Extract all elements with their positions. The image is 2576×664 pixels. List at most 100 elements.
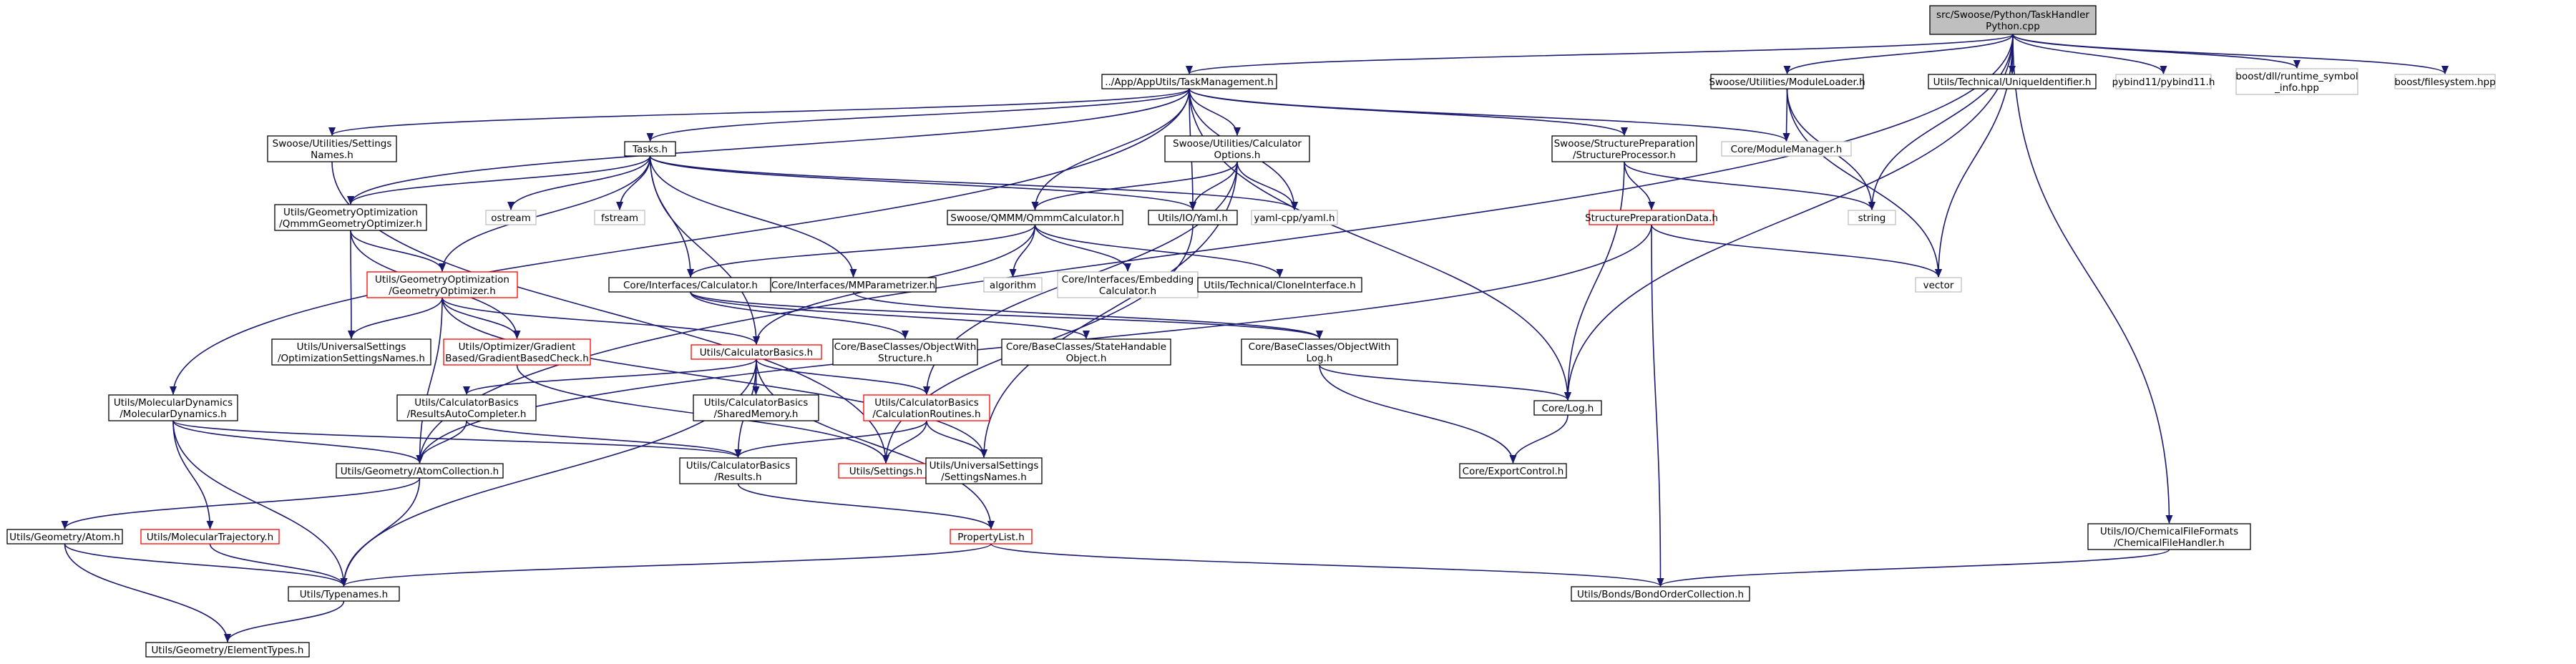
node-gradcheck[interactable]: Utils/Optimizer/GradientBased/GradientBa… bbox=[443, 338, 591, 366]
edge-taskmgmt-to-settingsnames bbox=[328, 88, 1190, 136]
node-taskmgmt[interactable]: ../App/AppUtils/TaskManagement.h bbox=[1101, 74, 1277, 89]
node-uniqueid-label-0: Utils/Technical/UniqueIdentifier.h bbox=[1933, 77, 2092, 88]
node-qmmmgeo[interactable]: Utils/GeometryOptimization/QmmmGeometryO… bbox=[274, 204, 427, 231]
node-yamlh-box bbox=[1148, 210, 1238, 225]
node-gradcheck-box bbox=[443, 338, 591, 366]
edge-calcbasics-to-resauto bbox=[463, 358, 757, 395]
edge-tasks-to-yamlh bbox=[649, 155, 1196, 210]
node-statehandle-box bbox=[1001, 338, 1171, 366]
edge-qmmmcalc-to-calculator bbox=[687, 224, 1036, 278]
node-mmparam-box bbox=[770, 277, 937, 293]
node-moduleloader[interactable]: Swoose/Utilities/ModuleLoader.h bbox=[1709, 74, 1865, 89]
node-algorithm-box bbox=[983, 277, 1043, 293]
node-proplist-box bbox=[950, 529, 1033, 545]
node-calcoptions-label-0: Swoose/Utilities/Calculator bbox=[1173, 138, 1302, 150]
node-qmmmcalc[interactable]: Swoose/QMMM/QmmmCalculator.h bbox=[947, 210, 1123, 225]
node-boostdll-label-1: _info.hpp bbox=[2274, 82, 2319, 94]
node-atomcoll[interactable]: Utils/Geometry/AtomCollection.h bbox=[336, 463, 504, 479]
node-gradcheck-label-1: Based/GradientBasedCheck.h bbox=[445, 353, 589, 364]
edge-objlog-to-corelog bbox=[1319, 364, 1571, 401]
node-yamlh[interactable]: Utils/IO/Yaml.h bbox=[1148, 210, 1238, 225]
node-calcroutines[interactable]: Utils/CalculatorBasics/CalculationRoutin… bbox=[863, 394, 990, 421]
node-proplist[interactable]: PropertyList.h bbox=[950, 529, 1033, 545]
edge-calcoptions-to-yamlh bbox=[1189, 161, 1238, 210]
node-results[interactable]: Utils/CalculatorBasics/Results.h bbox=[679, 457, 797, 484]
edge-objlog-to-exportctl bbox=[1319, 364, 1517, 464]
header-nodes: src/Swoose/Python/TaskHandlerPython.cpp.… bbox=[6, 5, 2496, 658]
node-structprepdata[interactable]: StructurePreparationData.h bbox=[1585, 210, 1718, 225]
node-elemtypes[interactable]: Utils/Geometry/ElementTypes.h bbox=[145, 642, 310, 658]
node-calcroutines-label-1: /CalculationRoutines.h bbox=[872, 409, 980, 420]
node-geoopt[interactable]: Utils/GeometryOptimization/GeometryOptim… bbox=[366, 271, 518, 298]
node-optsettings[interactable]: Utils/UniversalSettings/OptimizationSett… bbox=[271, 338, 431, 366]
edge-structproc-to-string bbox=[1624, 161, 1875, 210]
edge-root-to-atomcoll bbox=[416, 34, 2014, 464]
node-calculator[interactable]: Core/Interfaces/Calculator.h bbox=[608, 277, 773, 293]
node-typenames[interactable]: Utils/Typenames.h bbox=[288, 586, 400, 602]
node-boostfs[interactable]: boost/filesystem.hpp bbox=[2394, 74, 2496, 89]
node-moldyn-label-0: Utils/MolecularDynamics bbox=[114, 397, 233, 409]
node-corelog[interactable]: Core/Log.h bbox=[1533, 400, 1602, 416]
node-vector[interactable]: vector bbox=[1915, 277, 1962, 293]
node-results-box bbox=[679, 457, 797, 484]
node-elemtypes-box bbox=[145, 642, 310, 658]
node-settings-label-0: Utils/Settings.h bbox=[849, 466, 922, 477]
node-chemfile[interactable]: Utils/IO/ChemicalFileFormats/ChemicalFil… bbox=[2087, 523, 2251, 550]
node-calcroutines-label-0: Utils/CalculatorBasics bbox=[874, 397, 979, 409]
edge-root-to-chemfile bbox=[2012, 34, 2173, 524]
node-root-box bbox=[1929, 5, 2097, 35]
node-moldyn[interactable]: Utils/MolecularDynamics/MolecularDynamic… bbox=[108, 394, 238, 421]
node-mmparam[interactable]: Core/Interfaces/MMParametrizer.h bbox=[770, 277, 937, 293]
node-structproc[interactable]: Swoose/StructurePreparation/StructurePro… bbox=[1551, 135, 1697, 162]
node-ostream[interactable]: ostream bbox=[485, 210, 537, 225]
edge-moldyn-to-typenames bbox=[172, 420, 348, 587]
node-bondorder-label-0: Utils/Bonds/BondOrderCollection.h bbox=[1577, 589, 1744, 600]
edge-chemfile-to-bondorder bbox=[1657, 549, 2170, 587]
node-uniset[interactable]: Utils/UniversalSettings/SettingsNames.h bbox=[925, 457, 1043, 484]
node-fstream[interactable]: fstream bbox=[594, 210, 645, 225]
node-string-label-0: string bbox=[1858, 213, 1886, 224]
edge-calcroutines-to-results bbox=[734, 420, 927, 458]
node-moltraj[interactable]: Utils/MolecularTrajectory.h bbox=[140, 529, 280, 545]
node-fstream-box bbox=[594, 210, 645, 225]
node-pybind[interactable]: pybind11/pybind11.h bbox=[2112, 74, 2215, 89]
node-pybind-box bbox=[2115, 74, 2212, 89]
node-settingsnames[interactable]: Swoose/Utilities/SettingsNames.h bbox=[267, 135, 397, 162]
node-calcroutines-box bbox=[863, 394, 990, 421]
node-objlog-label-1: Log.h bbox=[1307, 353, 1333, 364]
node-calcbasics[interactable]: Utils/CalculatorBasics.h bbox=[691, 344, 822, 360]
node-bondorder[interactable]: Utils/Bonds/BondOrderCollection.h bbox=[1571, 586, 1750, 602]
node-boostdll[interactable]: boost/dll/runtime_symbol_info.hpp bbox=[2235, 68, 2358, 95]
node-objstruct-label-1: Structure.h bbox=[878, 353, 932, 364]
edge-structprepdata-to-vector bbox=[1651, 224, 1942, 278]
edge-root-to-boostfs bbox=[2012, 34, 2449, 74]
edge-qmmmcalc-to-clone bbox=[1034, 224, 1284, 278]
edge-tasks-to-qmmmgeo bbox=[347, 155, 651, 205]
node-string[interactable]: string bbox=[1848, 210, 1896, 225]
node-exportctl[interactable]: Core/ExportControl.h bbox=[1459, 463, 1567, 479]
node-settings[interactable]: Utils/Settings.h bbox=[838, 463, 934, 479]
node-vector-label-0: vector bbox=[1923, 280, 1954, 291]
node-sharedmem[interactable]: Utils/CalculatorBasics/SharedMemory.h bbox=[693, 394, 819, 421]
node-algorithm[interactable]: algorithm bbox=[983, 277, 1043, 293]
node-uniqueid[interactable]: Utils/Technical/UniqueIdentifier.h bbox=[1928, 74, 2097, 89]
node-tasks[interactable]: Tasks.h bbox=[624, 141, 676, 157]
node-embedding-box bbox=[1057, 271, 1199, 298]
node-calcoptions-label-1: Options.h bbox=[1214, 150, 1261, 161]
node-modulemanager[interactable]: Core/ModuleManager.h bbox=[1721, 141, 1852, 157]
node-yamlcpp[interactable]: yaml-cpp/yaml.h bbox=[1251, 210, 1338, 225]
node-qmmmcalc-box bbox=[947, 210, 1123, 225]
node-resauto[interactable]: Utils/CalculatorBasics/ResultsAutoComple… bbox=[396, 394, 537, 421]
node-atom[interactable]: Utils/Geometry/Atom.h bbox=[6, 529, 123, 545]
node-geoopt-label-1: /GeometryOptimizer.h bbox=[389, 285, 496, 297]
edge-geoopt-to-atomcoll bbox=[416, 297, 443, 464]
dependency-edges bbox=[61, 34, 2449, 643]
node-clone[interactable]: Utils/Technical/CloneInterface.h bbox=[1197, 277, 1362, 293]
node-string-box bbox=[1848, 210, 1896, 225]
